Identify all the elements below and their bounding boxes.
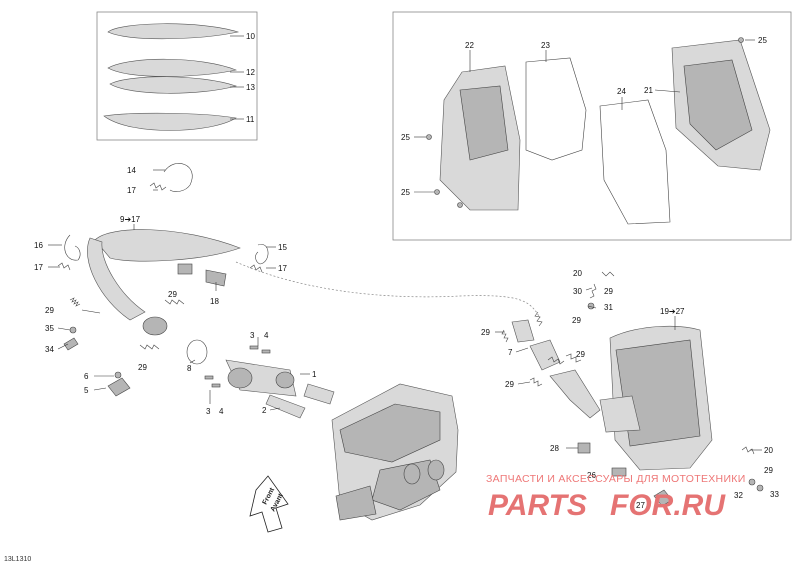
- watermark-tagline: ЗАПЧАСТИ И АКСЕССУАРЫ ДЛЯ МОТОТЕХНИКИ: [486, 473, 746, 485]
- callout-labels: 10 12 13 11 14 17 9➔17 16 17 15 17 18 29…: [34, 32, 779, 510]
- callout-5: 5: [84, 386, 89, 395]
- front-direction-arrow: Front Avant: [249, 475, 289, 533]
- watermark: ЗАПЧАСТИ И АКСЕССУАРЫ ДЛЯ МОТОТЕХНИКИ PA…: [486, 473, 746, 522]
- clamp-16: [57, 234, 81, 271]
- screws-25: [426, 37, 744, 208]
- callout-17-c: 17: [278, 264, 287, 273]
- leader-lines: [48, 35, 762, 451]
- callout-2: 2: [262, 406, 267, 415]
- springs-29-right: [501, 311, 582, 387]
- callout-21: 21: [644, 86, 653, 95]
- callout-13: 13: [246, 83, 255, 92]
- engine-block: [331, 383, 459, 521]
- callout-33: 33: [770, 490, 779, 499]
- callout-29-e: 29: [572, 316, 581, 325]
- heat-shield-10: [107, 23, 240, 40]
- callout-20-a: 20: [573, 269, 582, 278]
- callout-27: 27: [636, 501, 645, 510]
- callout-11: 11: [246, 115, 255, 124]
- muffler-cover-22: [439, 65, 521, 211]
- gasket-ring-8: [186, 339, 208, 365]
- callout-29-i: 29: [764, 466, 773, 475]
- callout-4-b: 4: [219, 407, 224, 416]
- callout-12: 12: [246, 68, 255, 77]
- watermark-logo-left: PARTS: [488, 489, 587, 522]
- springs-20-29-32-33: [741, 446, 764, 492]
- callout-29-g: 29: [576, 350, 585, 359]
- callout-9-17: 9➔17: [120, 215, 141, 224]
- callout-20-b: 20: [764, 446, 773, 455]
- insulation-23: [525, 57, 587, 161]
- callout-1: 1: [312, 370, 317, 379]
- muffler-cover-21: [671, 39, 771, 171]
- callout-18: 18: [210, 297, 219, 306]
- callout-26: 26: [587, 471, 596, 480]
- callout-24: 24: [617, 87, 626, 96]
- callout-10: 10: [246, 32, 255, 41]
- heat-shield-inset-frame: [96, 11, 258, 141]
- callout-15: 15: [278, 243, 287, 252]
- callout-25-a: 25: [758, 36, 767, 45]
- callout-14: 14: [127, 166, 136, 175]
- callout-25-b: 25: [401, 133, 410, 142]
- springs-29-left: [69, 297, 185, 350]
- callout-8: 8: [187, 364, 192, 373]
- callout-29-d: 29: [604, 287, 613, 296]
- callout-19-27: 19➔27: [660, 307, 685, 316]
- callout-17-a: 17: [127, 186, 136, 195]
- fasteners-35-34-6-5: [63, 326, 131, 397]
- watermark-logo-right: FOR.RU: [610, 489, 726, 522]
- callout-17-b: 17: [34, 263, 43, 272]
- heat-shield-11: [103, 112, 237, 131]
- callout-4-a: 4: [264, 331, 269, 340]
- callout-3-b: 3: [206, 407, 211, 416]
- routing-dashed-line: [235, 261, 541, 319]
- callout-35: 35: [45, 324, 54, 333]
- callout-32: 32: [734, 491, 743, 500]
- exhaust-pipe-7: [511, 319, 601, 419]
- callout-23: 23: [541, 41, 550, 50]
- callout-29-b: 29: [45, 306, 54, 315]
- muffler-19: [599, 325, 713, 471]
- clamp-ring-14: [163, 163, 193, 192]
- muffler-cover-inset-frame: [392, 11, 792, 241]
- callout-3-a: 3: [250, 331, 255, 340]
- callout-7: 7: [508, 348, 513, 357]
- hardware-20-30-31: [587, 271, 615, 310]
- callout-31: 31: [604, 303, 613, 312]
- callout-22: 22: [465, 41, 474, 50]
- callout-6: 6: [84, 372, 89, 381]
- bracket-18: [177, 263, 227, 287]
- clamp-15: [249, 244, 269, 273]
- insulation-24: [599, 99, 671, 225]
- spring-17-top: [149, 182, 167, 191]
- parts-26-27-28: [577, 442, 673, 507]
- callout-30: 30: [573, 287, 582, 296]
- callout-28: 28: [550, 444, 559, 453]
- callout-29-a: 29: [168, 290, 177, 299]
- drawing-code: 13L1310: [4, 556, 31, 563]
- tuned-pipe-9: [87, 229, 241, 336]
- studs-3-4: [204, 345, 271, 388]
- callout-25-c: 25: [401, 188, 410, 197]
- callout-29-h: 29: [505, 380, 514, 389]
- callout-34: 34: [45, 345, 54, 354]
- heat-shield-12-13: [107, 58, 238, 94]
- callout-29-c: 29: [138, 363, 147, 372]
- callout-29-f: 29: [481, 328, 490, 337]
- callout-16: 16: [34, 241, 43, 250]
- exhaust-manifold-1: [225, 359, 335, 419]
